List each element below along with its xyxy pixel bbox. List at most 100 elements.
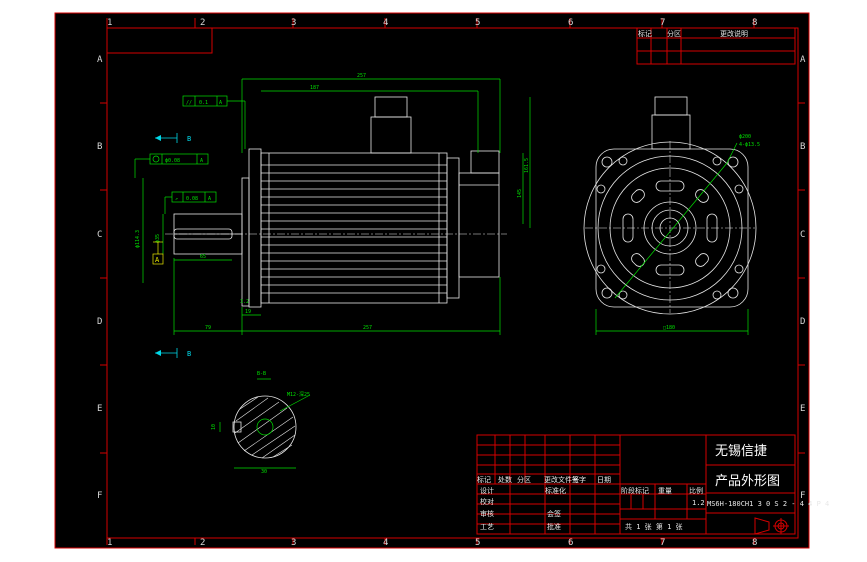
zone-col-top-2: 2 — [200, 18, 205, 28]
dim-flange-lip: 3.2 — [240, 299, 249, 305]
encoder-housing — [458, 172, 500, 278]
section-markers: B B — [155, 133, 191, 358]
section-hatch — [234, 396, 296, 459]
tb-zone: 分区 — [517, 475, 531, 484]
zone-col-top-4: 4 — [383, 18, 388, 28]
zone-col-top-5: 5 — [475, 18, 480, 28]
section-bb: B-B M12-深25 30 10 — [211, 371, 311, 475]
gdt-runout-value: 0.08 — [186, 196, 198, 202]
connector-base — [370, 116, 412, 154]
gdt-runout-symbol: ↗ — [175, 196, 178, 202]
gdt-concentric-datum: A — [200, 158, 203, 164]
inner-border — [106, 27, 799, 539]
zone-col-bottom-6: 6 — [568, 538, 573, 548]
zone-col-bottom-7: 7 — [660, 538, 665, 548]
rev-mark-label: 标记 — [638, 29, 652, 38]
zone-col-bottom-3: 3 — [291, 538, 296, 548]
datum-a-label: A — [155, 256, 160, 264]
dim-height-161: 161.5 — [524, 158, 530, 173]
dim-flange-thickness: 19 — [245, 309, 251, 315]
dim-shaft-thread: M12-深25 — [287, 391, 310, 398]
tb-review: 审核 — [480, 509, 494, 518]
dim-bolt-circle: ϕ200 — [739, 134, 751, 140]
tb-signature: 签字 — [572, 475, 586, 484]
tb-standardization: 标准化 — [545, 486, 566, 495]
zone-labels: 1 2 3 4 5 6 7 8 1 2 3 4 5 6 7 8 A B C D … — [97, 18, 806, 548]
zone-col-bottom-4: 4 — [383, 538, 388, 548]
motor-end-view: ϕ200 4-ϕ13.5 □180 — [583, 96, 760, 335]
zone-row-left-d: D — [97, 317, 102, 327]
tb-date: 日期 — [597, 476, 611, 484]
tb-company: 无锡信捷 — [715, 444, 767, 459]
tb-sheet-info: 共 1 张 第 1 张 — [625, 522, 683, 531]
zone-row-left-c: C — [97, 230, 102, 240]
cooling-fins — [261, 164, 447, 294]
flange-pilot — [241, 177, 250, 307]
zone-row-left-e: E — [97, 404, 102, 414]
section-mark-bottom: B — [187, 350, 191, 358]
revision-block: 标记 分区 更改说明 — [636, 27, 796, 65]
zone-col-top-6: 6 — [568, 18, 573, 28]
zone-row-right-a: A — [800, 55, 806, 65]
dim-pilot-diameter: ϕ114.3 — [135, 230, 141, 248]
tb-mark: 标记 — [477, 475, 491, 484]
tb-scale-label: 比例 — [689, 486, 703, 495]
dim-shaft-diameter: ϕ35 — [155, 234, 161, 243]
end-mounting-holes — [596, 156, 744, 300]
dim-body-length: 187 — [310, 85, 319, 91]
section-mark-top: B — [187, 135, 191, 143]
tb-left-grid — [477, 435, 621, 534]
section-shaft-outline — [233, 395, 297, 459]
rev-change-label: 更改说明 — [720, 29, 748, 38]
dim-overall-length-top: 257 — [357, 73, 366, 79]
drawing-svg: 1 2 3 4 5 6 7 8 1 2 3 4 5 6 7 8 A B C D … — [54, 12, 829, 549]
zone-ticks — [100, 18, 805, 545]
drawing-canvas[interactable]: 1 2 3 4 5 6 7 8 1 2 3 4 5 6 7 8 A B C D … — [54, 12, 829, 549]
tb-check: 校对 — [480, 497, 494, 506]
section-keyway — [232, 421, 242, 433]
zone-col-top-8: 8 — [752, 18, 757, 28]
projection-symbol-icon — [754, 517, 789, 535]
dim-section-width: 30 — [261, 469, 267, 475]
gdt-concentric-value: ϕ0.08 — [165, 158, 180, 164]
zone-col-top-1: 1 — [107, 18, 112, 28]
zone-col-bottom-8: 8 — [752, 538, 757, 548]
dim-mount-holes: 4-ϕ13.5 — [739, 142, 760, 148]
gdt-runout-datum: A — [208, 196, 211, 202]
outer-border — [54, 12, 810, 549]
top-left-box — [106, 27, 213, 54]
tb-design: 设计 — [480, 486, 494, 495]
zone-row-right-b: B — [800, 142, 805, 152]
gdt-frames: // 0.1 A ϕ0.08 A ↗ 0.08 A A — [134, 95, 246, 265]
dim-overall-length-bottom: 257 — [363, 325, 372, 331]
zone-row-right-e: E — [800, 404, 805, 414]
tb-change-doc: 更改文件号 — [544, 475, 579, 484]
rear-cap — [446, 157, 460, 299]
encoder-connector — [470, 150, 500, 174]
zone-row-left-b: B — [97, 142, 102, 152]
power-connector — [374, 96, 408, 118]
tb-count: 处数 — [498, 475, 512, 484]
tb-drawing-number: MS6H-180CH1 3 0 S 2 - 4 4 P 4 — [707, 500, 829, 508]
tb-approve: 批准 — [547, 522, 561, 531]
zone-col-top-7: 7 — [660, 18, 665, 28]
rev-zone-label: 分区 — [667, 29, 681, 38]
tb-countersign: 会签 — [547, 509, 561, 518]
zone-col-bottom-2: 2 — [200, 538, 205, 548]
zone-row-right-d: D — [800, 317, 805, 327]
section-title: B-B — [257, 371, 266, 377]
flange-plate — [248, 148, 262, 308]
tb-scale-value: 1.2 — [692, 499, 705, 507]
end-connector — [654, 96, 688, 116]
zone-row-right-c: C — [800, 230, 805, 240]
zone-row-right-f: F — [800, 491, 805, 501]
end-connector-base — [651, 114, 691, 150]
tb-right-grid — [620, 483, 706, 520]
gdt-parallel-datum: A — [219, 100, 222, 106]
zone-row-left-a: A — [97, 55, 103, 65]
title-block[interactable]: 标记 处数 分区 更改文件号 签字 日期 设计 校对 审核 工艺 标准化 会签 … — [476, 434, 829, 535]
gdt-parallel-value: 0.1 — [199, 100, 208, 106]
dim-flange-square: □180 — [663, 325, 675, 331]
dim-height-145: 145 — [517, 189, 523, 198]
zone-col-bottom-1: 1 — [107, 538, 112, 548]
